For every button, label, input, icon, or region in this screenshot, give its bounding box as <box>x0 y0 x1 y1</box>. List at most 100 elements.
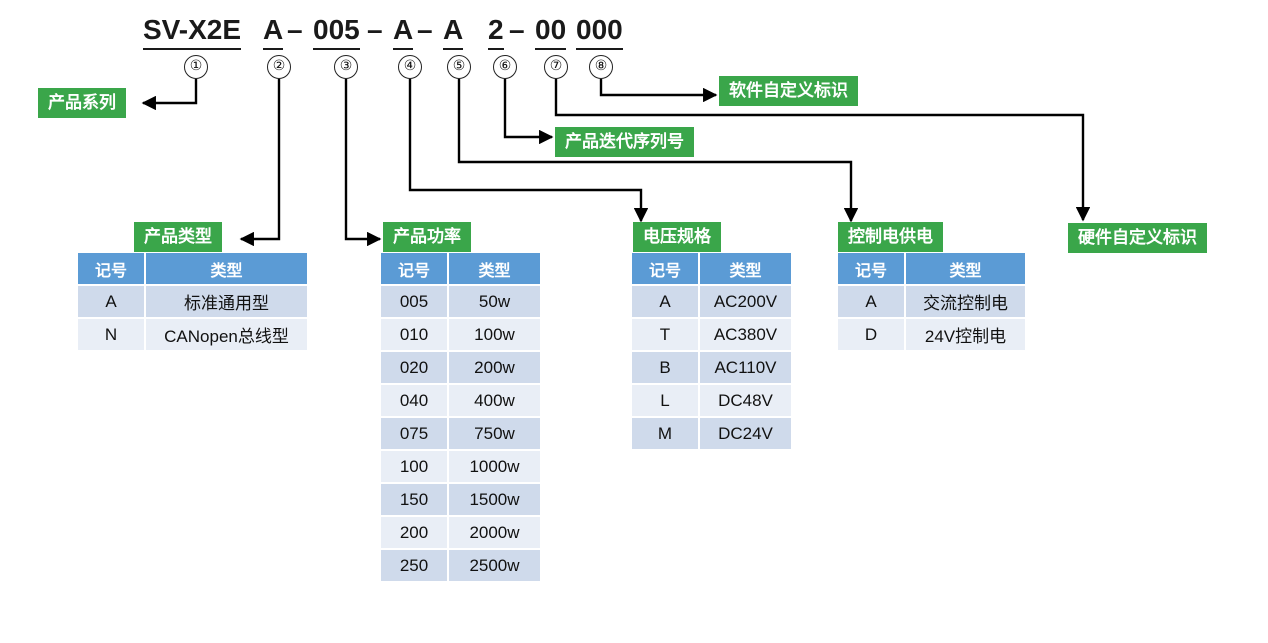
table-row: N CANopen总线型 <box>78 319 307 350</box>
label-product-power: 产品功率 <box>383 222 471 252</box>
table-cell-type: 1500w <box>449 484 540 515</box>
table-cell-code: 100 <box>381 451 447 482</box>
type-table-header-type: 类型 <box>146 253 307 284</box>
table-cell-type: AC380V <box>700 319 791 350</box>
code-voltage: A <box>393 12 414 50</box>
table-cell-type: 50w <box>449 286 540 317</box>
table-cell-code: N <box>78 319 144 350</box>
table-cell-type: 100w <box>449 319 540 350</box>
label-hardware-id: 硬件自定义标识 <box>1068 223 1207 253</box>
table-cell-type: DC24V <box>700 418 791 449</box>
table-cell-code: A <box>838 286 904 317</box>
table-cell-code: M <box>632 418 698 449</box>
table-cell-code: 005 <box>381 286 447 317</box>
table-cell-type: CANopen总线型 <box>146 319 307 350</box>
table-cell-code: L <box>632 385 698 416</box>
table-cell-code: 075 <box>381 418 447 449</box>
table-cell-type: 200w <box>449 352 540 383</box>
marker-1: ① <box>184 55 208 79</box>
label-product-type: 产品类型 <box>134 222 222 252</box>
code-hardware: 00 <box>535 12 567 50</box>
marker-7: ⑦ <box>544 55 568 79</box>
control-table-header-type: 类型 <box>906 253 1025 284</box>
code-iteration: 2 <box>488 12 504 50</box>
label-control-power: 控制电供电 <box>838 222 943 252</box>
table-cell-type: 1000w <box>449 451 540 482</box>
table-cell-code: 010 <box>381 319 447 350</box>
voltage-table-header-type: 类型 <box>700 253 791 284</box>
connector-iteration <box>503 79 554 145</box>
connector-series <box>141 79 198 111</box>
connector-hardware <box>554 79 1091 222</box>
code-dash-1: – <box>287 14 303 45</box>
table-cell-type: 交流控制电 <box>906 286 1025 317</box>
table-cell-type: 400w <box>449 385 540 416</box>
label-voltage-spec: 电压规格 <box>633 222 721 252</box>
table-cell-type: DC48V <box>700 385 791 416</box>
table-cell-code: A <box>632 286 698 317</box>
table-cell-code: 150 <box>381 484 447 515</box>
table-cell-code: A <box>78 286 144 317</box>
code-dash-4: – <box>509 14 525 45</box>
power-table-header-code: 记号 <box>381 253 447 284</box>
label-iteration-number: 产品迭代序列号 <box>555 127 694 157</box>
table-cell-type: 24V控制电 <box>906 319 1025 350</box>
code-power: 005 <box>313 12 360 50</box>
code-dash-3: – <box>417 14 433 45</box>
table-cell-code: 040 <box>381 385 447 416</box>
table-cell-code: T <box>632 319 698 350</box>
table-cell-code: 200 <box>381 517 447 548</box>
marker-5: ⑤ <box>447 55 471 79</box>
connector-voltage <box>408 79 649 223</box>
code-series: SV-X2E <box>143 12 242 50</box>
table-cell-code: D <box>838 319 904 350</box>
table-cell-code: 020 <box>381 352 447 383</box>
table-cell-type: 标准通用型 <box>146 286 307 317</box>
code-dash-2: – <box>367 14 383 45</box>
table-cell-type: AC200V <box>700 286 791 317</box>
marker-8: ⑧ <box>589 55 613 79</box>
type-table: 记号 类型 A 标准通用型 N CANopen总线型 <box>76 251 309 352</box>
code-control: A <box>443 12 464 50</box>
marker-4: ④ <box>398 55 422 79</box>
table-cell-code: B <box>632 352 698 383</box>
connector-control <box>457 79 859 223</box>
voltage-table-header-code: 记号 <box>632 253 698 284</box>
marker-6: ⑥ <box>493 55 517 79</box>
label-product-series: 产品系列 <box>38 88 126 118</box>
marker-3: ③ <box>334 55 358 79</box>
table-cell-type: 2500w <box>449 550 540 581</box>
connector-type <box>239 79 281 247</box>
marker-2: ② <box>267 55 291 79</box>
table-row: A 标准通用型 <box>78 286 307 317</box>
connector-software <box>599 79 718 103</box>
connector-power <box>344 79 382 247</box>
type-table-header-code: 记号 <box>78 253 144 284</box>
code-type: A <box>263 12 284 50</box>
table-cell-code: 250 <box>381 550 447 581</box>
label-software-id: 软件自定义标识 <box>719 76 858 106</box>
code-software: 000 <box>576 12 623 50</box>
control-table-header-code: 记号 <box>838 253 904 284</box>
table-cell-type: AC110V <box>700 352 791 383</box>
